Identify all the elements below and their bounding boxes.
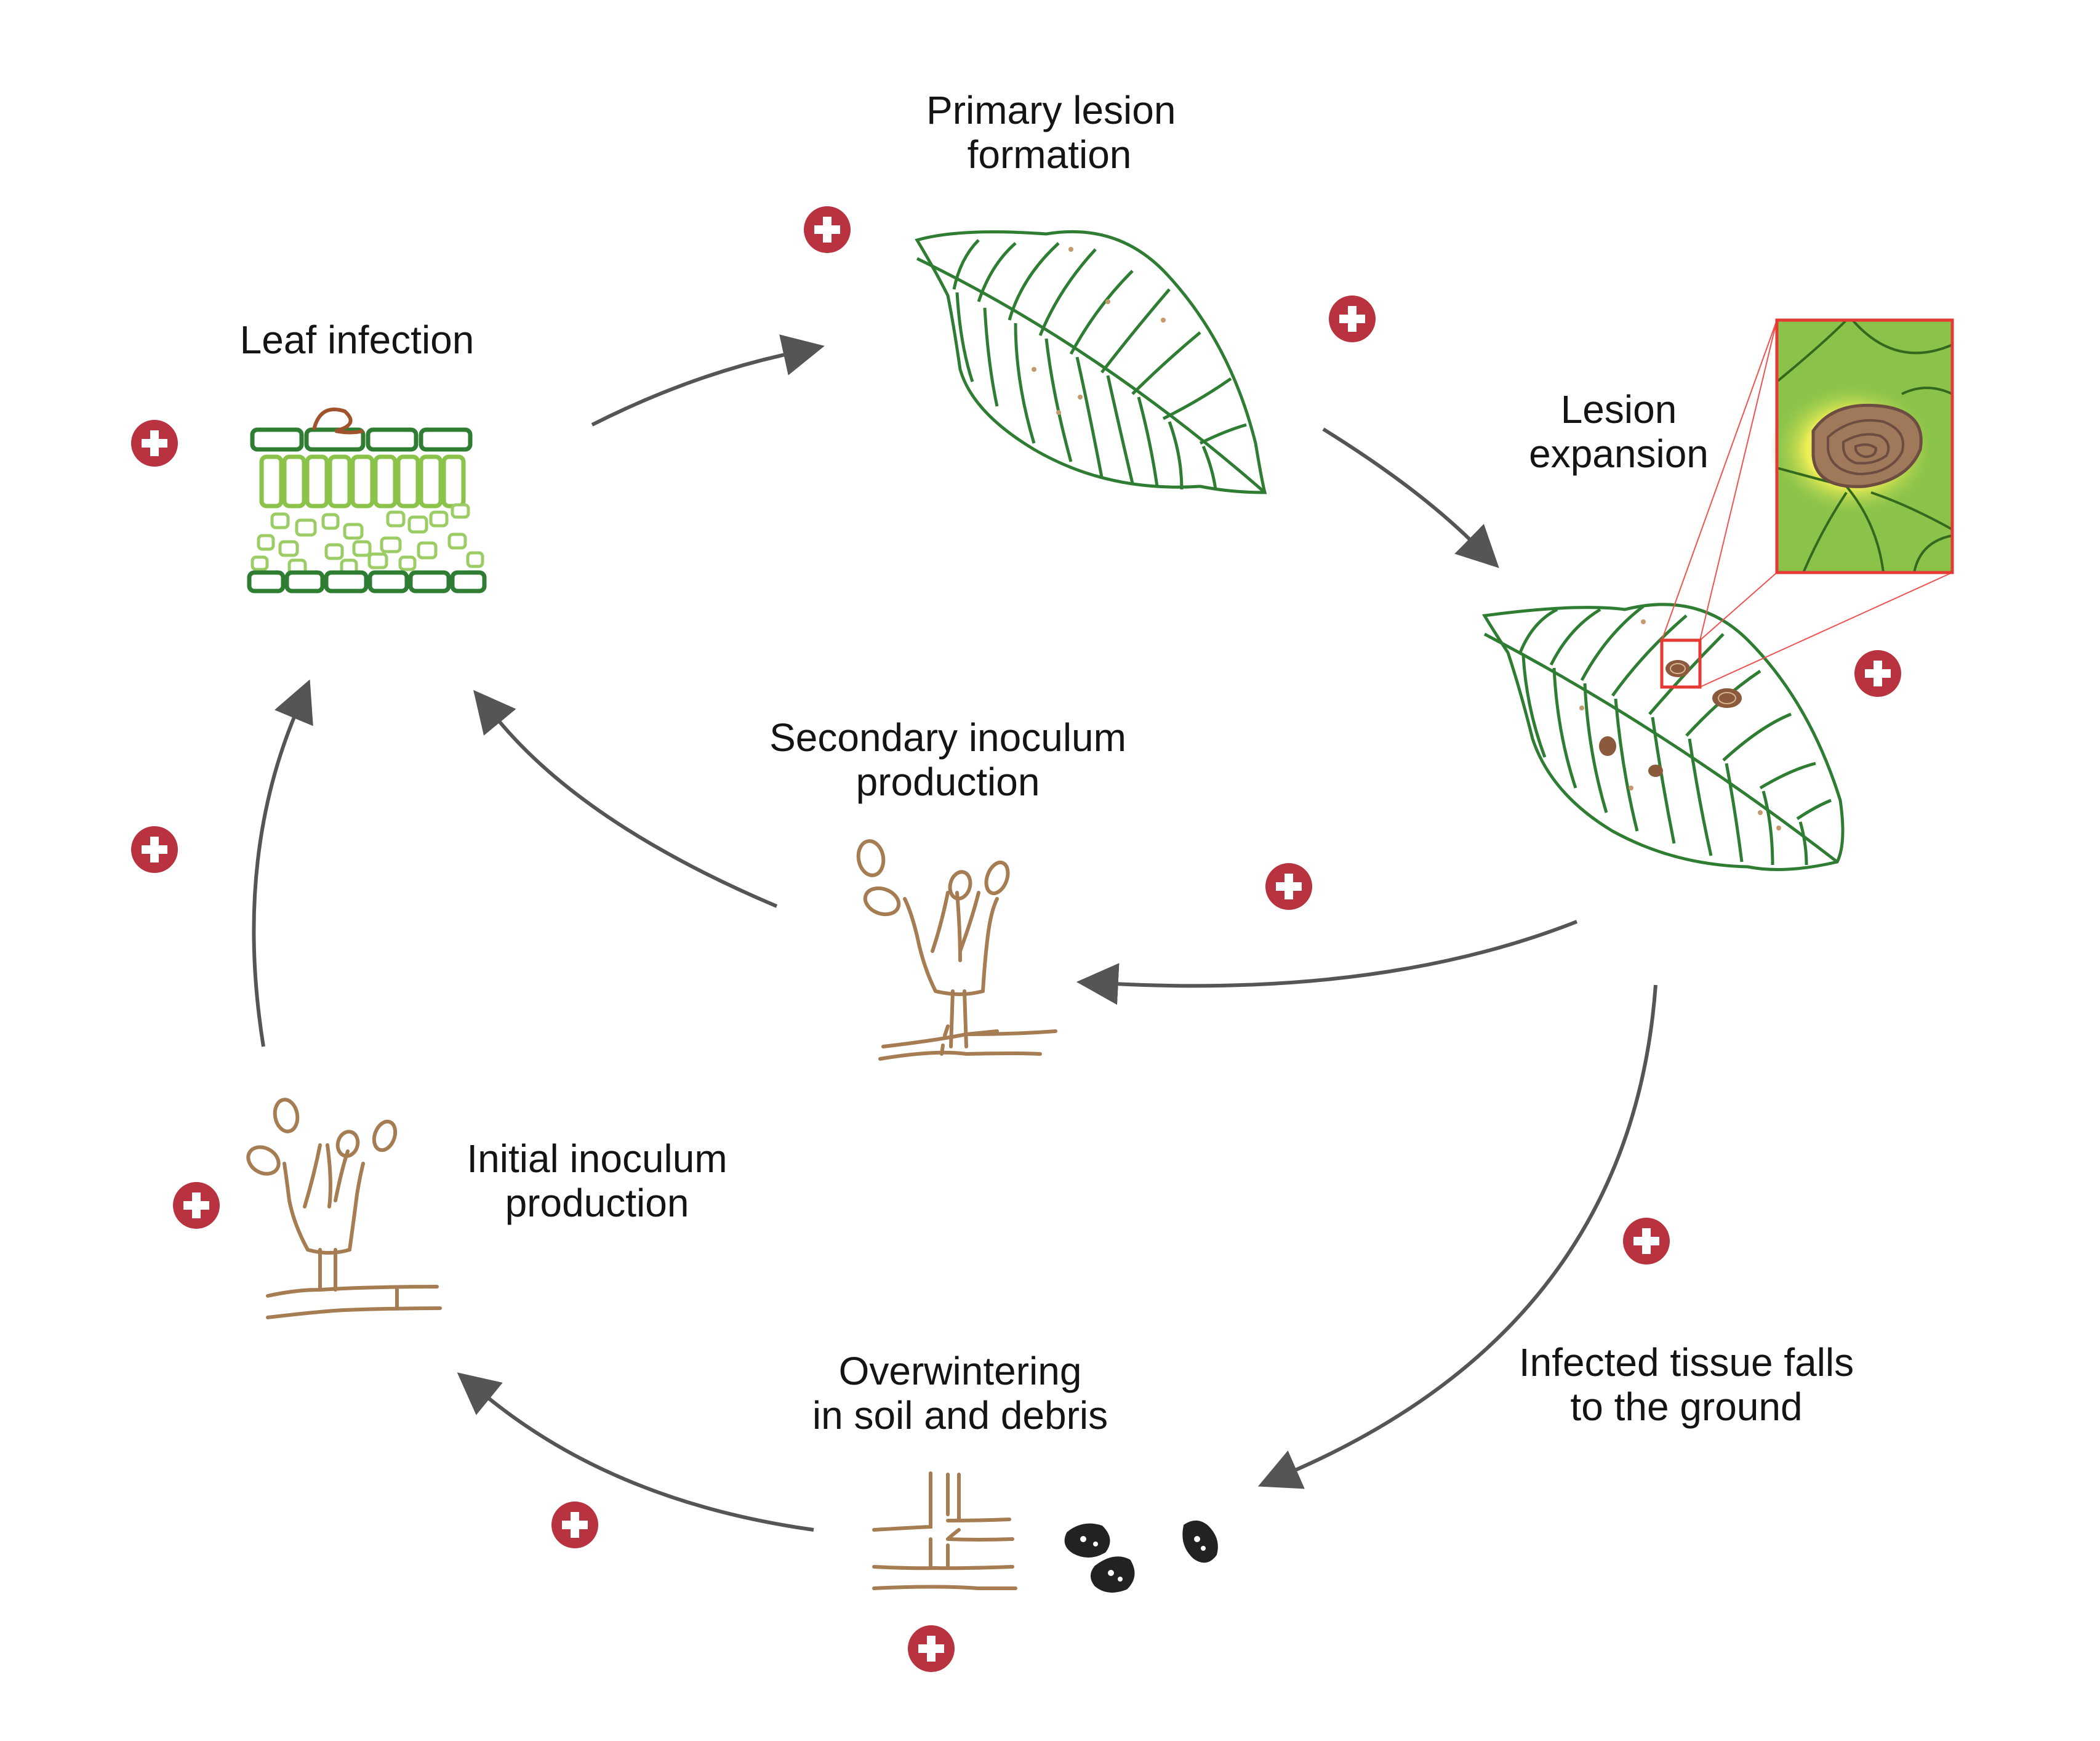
stage-label-initial-inoculum: Initial inoculum production	[419, 1136, 775, 1225]
stage-label-secondary-inoculum: Secondary inoculum production	[751, 715, 1145, 804]
stage-label-line: Leaf infection	[239, 318, 475, 362]
stage-label-lesion-expansion: Lesion expansion	[1496, 387, 1742, 476]
overwintering-hyphae	[872, 1471, 1017, 1590]
leaf-primary-lesion	[915, 230, 1267, 494]
stage-label-line: production	[856, 760, 1040, 804]
plus-icon[interactable]	[131, 420, 178, 467]
arrow-expansion-to-secondary	[1076, 920, 1578, 1005]
plus-icon[interactable]	[173, 1182, 220, 1229]
plus-icon[interactable]	[1623, 1218, 1670, 1265]
cycle-arrows	[252, 334, 1657, 1532]
stage-label-primary-lesion: Primary lesion formation	[926, 88, 1176, 177]
arrow-primary-to-expansion	[1322, 427, 1499, 568]
stage-label-line: Initial inoculum	[467, 1136, 727, 1181]
arrow-expansion-to-ground	[1257, 984, 1657, 1489]
arrow-secondary-to-infection	[473, 690, 778, 908]
plus-icon[interactable]	[1329, 296, 1376, 342]
stage-label-line: formation	[967, 132, 1132, 177]
stage-label-line: Overwintering	[838, 1349, 1082, 1393]
leaf-lesion-expansion	[1481, 603, 1845, 871]
stage-label-leaf-infection: Leaf infection	[203, 318, 511, 362]
plus-icon[interactable]	[1265, 863, 1312, 910]
plus-icon[interactable]	[804, 206, 851, 253]
stage-label-line: to the ground	[1570, 1385, 1803, 1429]
stage-label-line: Infected tissue falls	[1518, 1340, 1854, 1385]
arrow-infection-to-primary	[591, 334, 825, 427]
conidiophore-initial	[246, 1098, 442, 1319]
leaf-cross-section	[247, 407, 487, 593]
arrow-overwinter-to-initial	[457, 1372, 814, 1532]
sclerotia	[1064, 1521, 1218, 1593]
stage-label-line: Lesion	[1560, 387, 1677, 432]
stage-label-line: production	[505, 1181, 689, 1225]
stage-label-line: in soil and debris	[812, 1393, 1108, 1437]
stage-label-line: Primary lesion	[926, 88, 1176, 132]
stage-label-line: expansion	[1529, 432, 1709, 476]
stage-label-overwintering: Overwintering in soil and debris	[769, 1349, 1151, 1437]
stage-label-tissue-falls: Infected tissue falls to the ground	[1477, 1340, 1896, 1429]
plus-icon[interactable]	[131, 826, 178, 873]
stage-label-line: Secondary inoculum	[769, 715, 1126, 760]
info-buttons	[131, 206, 1901, 1672]
arrow-initial-to-infection	[252, 679, 313, 1047]
plus-icon[interactable]	[908, 1625, 955, 1672]
plus-icon[interactable]	[1854, 650, 1901, 697]
conidiophore-secondary	[856, 839, 1057, 1061]
plus-icon[interactable]	[551, 1502, 598, 1548]
lesion-zoom-inset	[1660, 318, 1954, 689]
